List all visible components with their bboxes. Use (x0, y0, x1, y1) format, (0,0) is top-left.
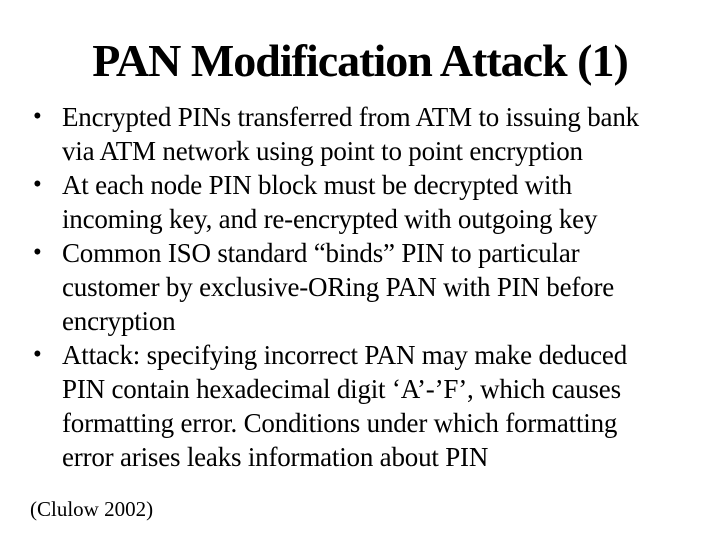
citation: (Clulow 2002) (30, 497, 154, 521)
bullet-text: Common ISO standard “binds” PIN to parti… (62, 238, 615, 336)
bullet-text: Encrypted PINs transferred from ATM to i… (62, 102, 639, 166)
bullet-text: At each node PIN block must be decrypted… (62, 170, 598, 234)
bullet-item: • Common ISO standard “binds” PIN to par… (33, 236, 703, 338)
bullet-icon: • (33, 341, 42, 368)
bullet-text: Attack: specifying incorrect PAN may mak… (62, 340, 628, 472)
bullet-item: • Attack: specifying incorrect PAN may m… (33, 338, 703, 474)
bullet-icon: • (33, 103, 42, 130)
bullet-item: • At each node PIN block must be decrypt… (33, 168, 703, 236)
bullet-icon: • (33, 171, 42, 198)
slide-title: PAN Modification Attack (1) (92, 35, 629, 86)
bullet-list: • Encrypted PINs transferred from ATM to… (33, 100, 703, 474)
bullet-icon: • (33, 239, 42, 266)
bullet-item: • Encrypted PINs transferred from ATM to… (33, 100, 703, 168)
